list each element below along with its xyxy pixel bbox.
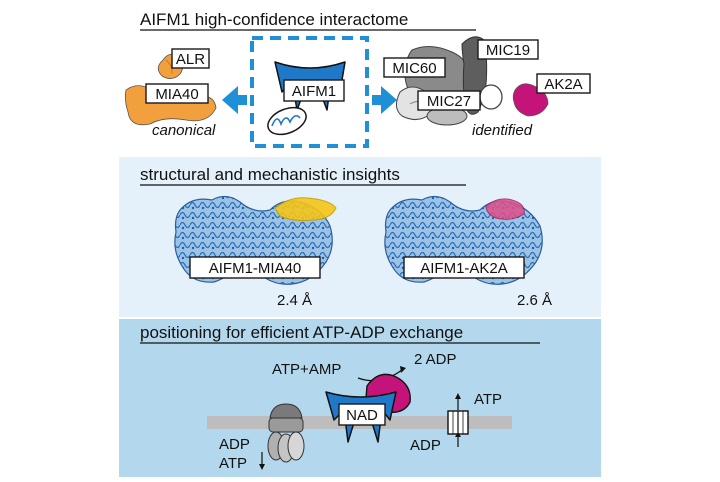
ak2a-label: AK2A — [544, 76, 582, 93]
mitochondrion-icon — [267, 106, 307, 136]
aifm1-ak2a-label-box — [403, 256, 525, 279]
aifm1-mia40-resolution: 2.4 Å — [277, 292, 312, 309]
mia40-label-box — [145, 83, 209, 104]
panel-structures: structural and mechanistic insights AIFM… — [119, 157, 601, 317]
right-atp-label: ATP — [474, 391, 502, 408]
right-adp-label: ADP — [410, 437, 441, 454]
canonical-caption: canonical — [152, 122, 216, 139]
mic27-label: MIC27 — [427, 93, 471, 110]
aifm1-label-box — [283, 79, 345, 102]
panel1-title: AIFM1 high-confidence interactome — [140, 10, 408, 29]
panel3-title: positioning for efficient ATP-ADP exchan… — [140, 323, 463, 342]
aifm1-mia40-label: AIFM1-MIA40 — [209, 260, 302, 277]
panel-atp-adp-exchange: positioning for efficient ATP-ADP exchan… — [119, 319, 601, 477]
reaction-products: 2 ADP — [414, 351, 457, 368]
arrow-left-icon — [222, 86, 247, 114]
right-adp-arrowhead-icon — [455, 432, 461, 437]
panel2-title: structural and mechanistic insights — [140, 165, 400, 184]
mic27-label-box — [417, 90, 481, 111]
aifm1-ak2a-resolution: 2.6 Å — [517, 292, 552, 309]
arrow-right-icon — [372, 86, 397, 114]
left-exchange-arrowhead-icon — [259, 464, 265, 470]
nad-label: NAD — [346, 407, 378, 424]
left-transporter-icon — [267, 403, 305, 463]
left-adp-label: ADP — [219, 436, 250, 453]
mic60-label: MIC60 — [392, 60, 436, 77]
alr-label: ALR — [176, 51, 205, 68]
aifm1-mia40-label-box — [189, 256, 321, 279]
mic60-label-box — [383, 57, 446, 78]
reaction-arrowhead-icon — [400, 366, 406, 373]
alr-label-box — [171, 48, 210, 69]
nad-label-box — [338, 403, 386, 426]
mia40-label: MIA40 — [155, 86, 198, 103]
right-atp-arrowhead-icon — [455, 393, 461, 399]
adp-atp-carrier-icon — [447, 410, 469, 435]
left-atp-label: ATP — [219, 455, 247, 472]
panel-interactome: AIFM1 high-confidence interactome AIFM1 … — [124, 10, 591, 148]
aifm1-ak2a-label: AIFM1-AK2A — [420, 260, 508, 277]
identified-caption: identified — [472, 122, 533, 139]
aifm1-label: AIFM1 — [292, 83, 336, 100]
mic19-label-box — [477, 39, 539, 60]
mic19-label: MIC19 — [486, 42, 530, 59]
reaction-substrates: ATP+AMP — [272, 361, 341, 378]
aifm1-dashed-frame — [250, 36, 369, 148]
ak2a-label-box — [536, 73, 591, 94]
